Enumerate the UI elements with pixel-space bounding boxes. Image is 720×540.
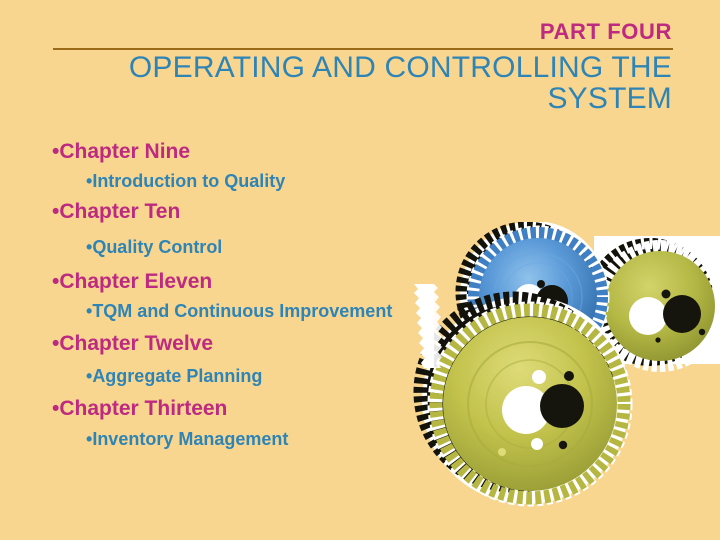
part-label: PART FOUR — [539, 19, 672, 44]
outline-item-chapter-nine: Chapter Nine — [0, 140, 430, 163]
olive-gear-large-group — [413, 291, 633, 507]
torn-paper-edge — [404, 284, 442, 368]
outline-item-chapter-twelve: Chapter Twelve — [0, 332, 430, 355]
bullet-glyph — [52, 332, 59, 355]
outline-item-label: Chapter Eleven — [59, 270, 213, 293]
outline-item-label: Chapter Thirteen — [59, 397, 228, 420]
outline-subitem-quality-control: Quality Control — [0, 237, 430, 257]
outline-subitem-label: TQM and Continuous Improvement — [92, 301, 393, 321]
title-divider-rule — [53, 48, 673, 50]
outline-item-chapter-thirteen: Chapter Thirteen — [0, 397, 430, 420]
olive-gear-right-group — [586, 236, 720, 372]
outline-subitem-label: Quality Control — [92, 237, 223, 257]
outline-subitem-label: Inventory Management — [92, 429, 289, 449]
outline-subitem-label: Introduction to Quality — [92, 171, 286, 191]
chapter-outline-list: Chapter Nine Introduction to Quality Cha… — [0, 140, 430, 449]
outline-item-label: Chapter Ten — [59, 200, 181, 223]
gears-illustration — [398, 222, 720, 512]
bullet-glyph — [52, 140, 59, 163]
bullet-glyph — [52, 397, 59, 420]
bullet-glyph — [52, 270, 59, 293]
slide-header: PART FOUR OPERATING AND CONTROLLING THE … — [0, 0, 720, 132]
outline-subitem-inventory-management: Inventory Management — [0, 429, 430, 449]
slide-title: OPERATING AND CONTROLLING THE SYSTEM — [128, 51, 672, 115]
bullet-glyph — [52, 200, 59, 223]
outline-subitem-introduction-to-quality: Introduction to Quality — [0, 171, 430, 191]
outline-item-chapter-eleven: Chapter Eleven — [0, 270, 430, 293]
outline-subitem-aggregate-planning: Aggregate Planning — [0, 366, 430, 386]
outline-item-label: Chapter Twelve — [59, 332, 214, 355]
outline-item-label: Chapter Nine — [59, 140, 191, 163]
outline-item-chapter-ten: Chapter Ten — [0, 200, 430, 223]
outline-subitem-tqm-and-continuous-improvement: TQM and Continuous Improvement — [0, 301, 430, 321]
outline-subitem-label: Aggregate Planning — [92, 366, 263, 386]
